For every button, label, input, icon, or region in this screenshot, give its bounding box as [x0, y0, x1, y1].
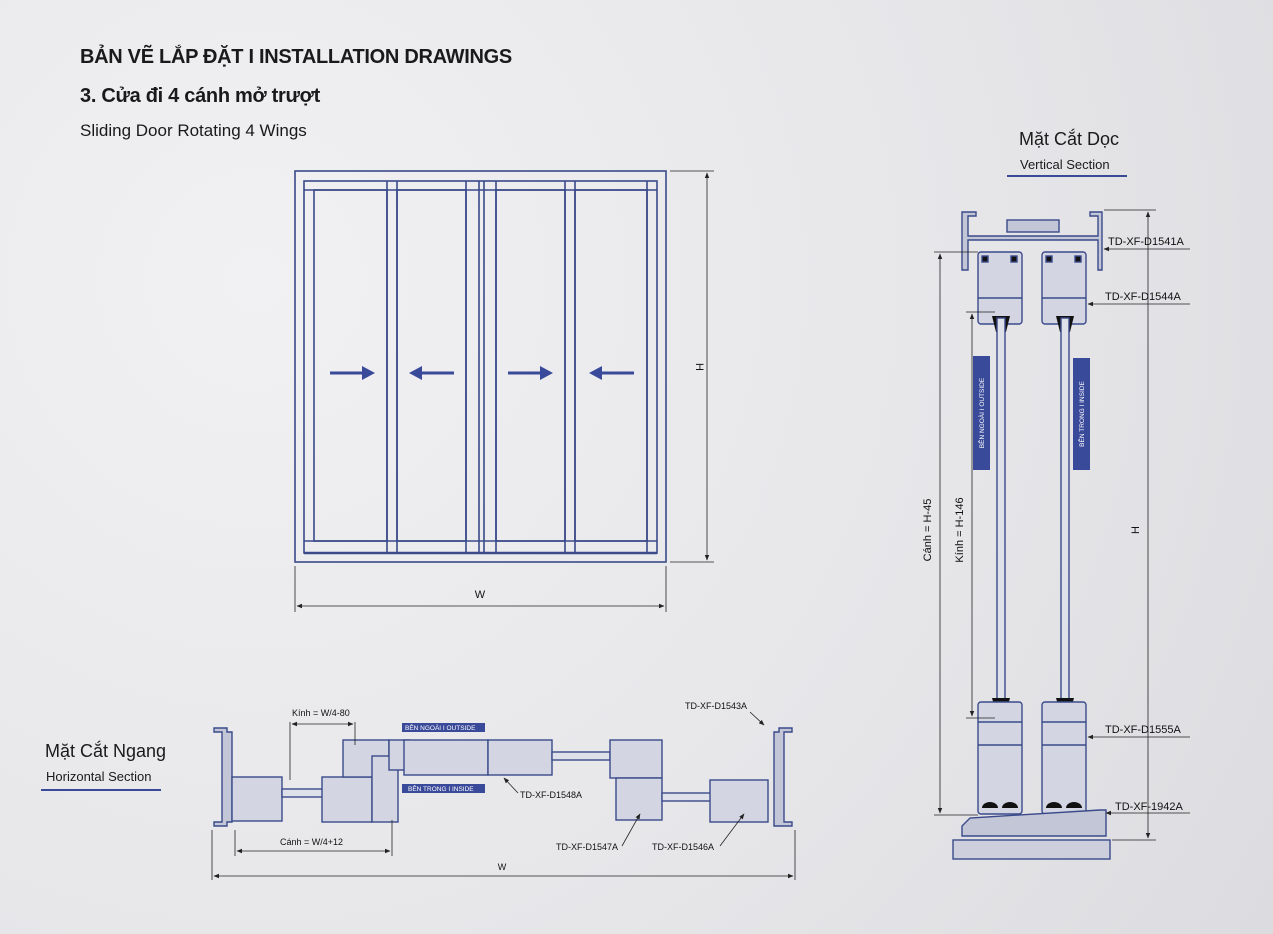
part-label-1942a: TD-XF-1942A: [1115, 801, 1184, 813]
vertical-section-subtitle: Vertical Section: [1020, 157, 1110, 172]
d1547a-profile: [615, 777, 663, 821]
vertical-section-underline: [1007, 175, 1127, 177]
floor-block: [952, 839, 1111, 860]
top-sash-left: [977, 251, 1023, 325]
arrow-left-icon: [409, 366, 454, 380]
head-profile: [961, 211, 1103, 271]
part-label-d1547a: TD-XF-D1547A: [556, 842, 618, 852]
vertical-height-label: H: [1130, 526, 1142, 534]
h-outside-label: BÊN NGOÀI I OUTSIDE: [405, 723, 476, 732]
sill-profile: [961, 809, 1107, 837]
glass-width-dim: Kính = W/4-80: [292, 708, 350, 718]
horizontal-section-drawing: [213, 727, 793, 827]
front-elevation: [294, 170, 667, 563]
horizontal-section-title: Mặt Cắt Ngang: [45, 741, 167, 761]
page-subtitle: 3. Cửa đi 4 cánh mở trượt: [80, 85, 320, 107]
part-label-d1541a: TD-XF-D1541A: [1108, 236, 1184, 248]
arrow-right-icon: [330, 366, 375, 380]
elevation-dimensions: [294, 170, 714, 612]
part-label-d1544a: TD-XF-D1544A: [1105, 291, 1181, 303]
h-inside-label: BÊN TRONG I INSIDE: [408, 784, 474, 793]
horizontal-section-dimensions: [211, 711, 796, 880]
bottom-sash-left: [977, 701, 1023, 815]
vertical-section-dimensions: [934, 209, 1190, 841]
page-title: BẢN VẼ LẮP ĐẶT I INSTALLATION DRAWINGS: [80, 46, 512, 68]
horizontal-section-subtitle: Horizontal Section: [46, 769, 152, 784]
outer-frame: [294, 170, 667, 563]
arrow-right-icon: [508, 366, 553, 380]
inside-label: BÊN TRONG I INSIDE: [1077, 381, 1086, 447]
h-outside-label-box: [402, 723, 485, 732]
elevation-height-label: H: [693, 363, 705, 371]
sash-1-profile: [321, 776, 373, 823]
d1548a-profile: [487, 739, 553, 776]
right-jamb-profile: [773, 727, 793, 827]
horizontal-section-underline: [41, 789, 161, 791]
slide-arrows: [330, 366, 634, 380]
outside-label: BÊN NGOÀI I OUTSIDE: [977, 377, 986, 448]
sash-height-dim: Cánh = H-45: [922, 499, 934, 562]
part-label-d1555a: TD-XF-D1555A: [1105, 724, 1181, 736]
vertical-section-drawing: [952, 211, 1111, 860]
glass-right: [1060, 317, 1070, 707]
inside-label-box: [1073, 358, 1090, 470]
sash-width-dim: Cánh = W/4+12: [280, 837, 343, 847]
glass-height-dim: Kính = H-146: [954, 497, 966, 562]
sash-4: [574, 189, 648, 542]
h-inside-label-box: [402, 784, 485, 793]
part-label-d1548a: TD-XF-D1548A: [520, 790, 582, 800]
interlock-profile: [403, 739, 489, 776]
glass-left: [996, 317, 1006, 707]
inner-frame: [303, 180, 658, 554]
vertical-section-title: Mặt Cắt Dọc: [1019, 129, 1120, 149]
sash-1: [313, 189, 388, 542]
arrow-left-icon: [589, 366, 634, 380]
sash-2: [396, 189, 467, 542]
outside-label-box: [973, 356, 990, 470]
d1546a-profile: [709, 779, 769, 823]
page-description: Sliding Door Rotating 4 Wings: [80, 121, 307, 140]
part-label-d1543a: TD-XF-D1543A: [685, 701, 747, 711]
left-jamb-profile: [213, 727, 233, 827]
bottom-sash-right: [1041, 701, 1087, 815]
top-sash-right: [1041, 251, 1087, 325]
horizontal-width-label: W: [498, 862, 507, 872]
sash-3: [495, 189, 566, 542]
part-label-d1546a: TD-XF-D1546A: [652, 842, 714, 852]
elevation-width-label: W: [475, 589, 486, 601]
